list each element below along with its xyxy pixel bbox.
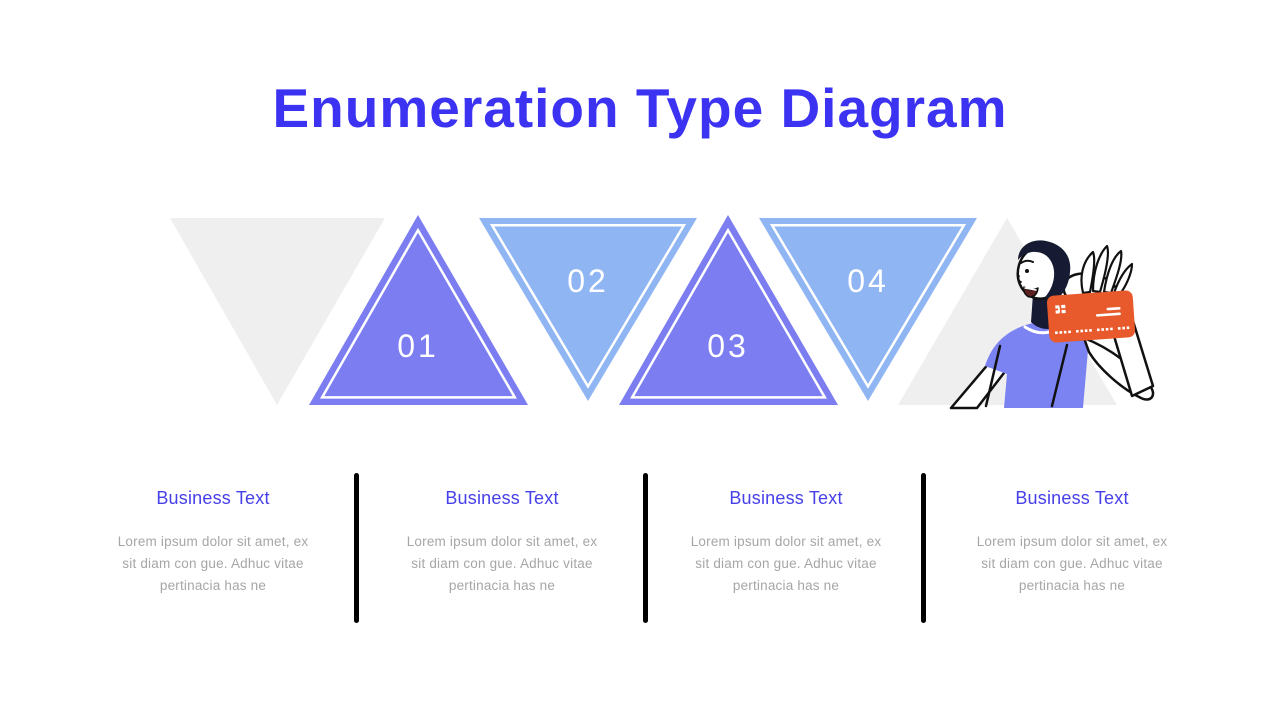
column-body-line: Lorem ipsum dolor sit amet, ex — [976, 534, 1168, 549]
triangle-shape — [479, 218, 697, 401]
card-line-long — [1095, 312, 1121, 317]
column-body-line: pertinacia has ne — [448, 578, 556, 593]
finger-4 — [1112, 262, 1134, 296]
triangle-shape — [309, 215, 528, 405]
column-body-line: Lorem ipsum dolor sit amet, ex — [690, 534, 882, 549]
man-holding-credit-card-illustration — [949, 240, 1155, 410]
triangle-shape — [619, 215, 838, 405]
eyebrow — [1020, 259, 1034, 264]
teeth — [1024, 287, 1037, 291]
step-triangle-04: 04 — [759, 218, 977, 401]
column-heading: Business Text — [729, 488, 843, 508]
hair — [1018, 240, 1071, 302]
column-body-line: sit diam con gue. Adhuc vitae — [695, 556, 877, 571]
column-body-line: sit diam con gue. Adhuc vitae — [122, 556, 304, 571]
column-heading: Business Text — [156, 488, 270, 508]
column-body-line: Lorem ipsum dolor sit amet, ex — [117, 534, 309, 549]
triangle-shape — [759, 218, 977, 401]
business-text-column-4: Business Text Lorem ipsum dolor sit amet… — [932, 488, 1212, 597]
vertical-divider — [354, 473, 359, 623]
triangle-inner-outline — [769, 224, 967, 389]
vertical-divider — [921, 473, 926, 623]
step-triangle-01: 01 — [309, 215, 528, 405]
vertical-divider — [643, 473, 648, 623]
business-text-column-3: Business Text Lorem ipsum dolor sit amet… — [646, 488, 926, 597]
triangle-inner-outline — [319, 227, 517, 399]
shirt-seam-left — [984, 344, 1002, 408]
column-body-line: pertinacia has ne — [159, 578, 267, 593]
card-number-dots — [1054, 326, 1130, 335]
finger-1 — [1080, 250, 1096, 295]
triangle-inner-outline — [629, 227, 827, 399]
business-text-column-1: Business Text Lorem ipsum dolor sit amet… — [73, 488, 353, 597]
step-triangle-02: 02 — [479, 218, 697, 401]
finger-2 — [1091, 244, 1109, 294]
column-body-line: pertinacia has ne — [732, 578, 840, 593]
step-number-02: 02 — [567, 263, 609, 299]
shirt-seam-right — [1050, 343, 1069, 408]
t-shirt — [985, 321, 1089, 408]
finger-3 — [1102, 249, 1123, 295]
gray-triangle-down-left — [170, 218, 385, 405]
step-number-01: 01 — [397, 328, 439, 364]
column-body-line: Lorem ipsum dolor sit amet, ex — [406, 534, 598, 549]
step-number-04: 04 — [847, 263, 889, 299]
card-line-short — [1106, 307, 1121, 311]
business-text-column-2: Business Text Lorem ipsum dolor sit amet… — [362, 488, 642, 597]
eye — [1025, 269, 1029, 273]
column-body-line: pertinacia has ne — [1018, 578, 1126, 593]
column-body-line: sit diam con gue. Adhuc vitae — [411, 556, 593, 571]
page-title: Enumeration Type Diagram — [272, 77, 1008, 139]
nose — [1017, 275, 1022, 283]
step-triangle-03: 03 — [619, 215, 838, 405]
card-chip-icon — [1055, 304, 1066, 314]
triangle-inner-outline — [489, 224, 687, 389]
step-number-03: 03 — [707, 328, 749, 364]
column-heading: Business Text — [1015, 488, 1129, 508]
credit-card-body — [1046, 290, 1136, 343]
column-heading: Business Text — [445, 488, 559, 508]
credit-card — [1046, 290, 1136, 343]
column-body-line: sit diam con gue. Adhuc vitae — [981, 556, 1163, 571]
